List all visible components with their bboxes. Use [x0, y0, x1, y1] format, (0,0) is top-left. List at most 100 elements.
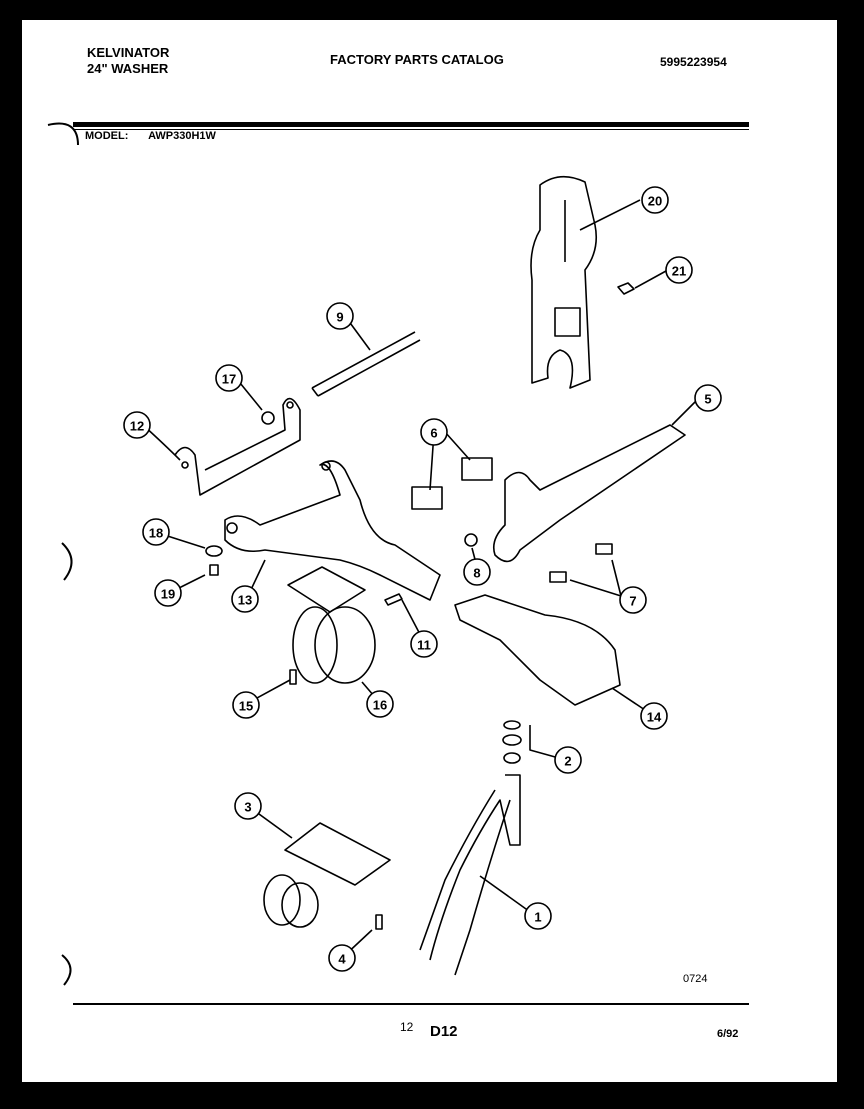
callout-4: 4 — [328, 944, 356, 972]
callout-label: 8 — [473, 566, 480, 581]
callout-3: 3 — [234, 792, 262, 820]
callout-label: 3 — [244, 800, 251, 815]
model-number: AWP330H1W — [148, 130, 216, 142]
callout-6: 6 — [420, 418, 448, 446]
callout-circle — [410, 630, 438, 658]
callout-label: 15 — [239, 699, 253, 714]
part-1-hose-assembly — [419, 774, 521, 976]
header-rule-thick — [73, 122, 749, 127]
section-code: D12 — [430, 1023, 458, 1040]
callout-8: 8 — [463, 558, 491, 586]
part-6-clip-a — [411, 486, 443, 510]
callout-label: 13 — [238, 593, 252, 608]
catalog-number: 5995223954 — [660, 55, 727, 69]
callout-12: 12 — [123, 411, 151, 439]
part-7-pin-b — [549, 571, 567, 583]
callout-13: 13 — [231, 585, 259, 613]
callout-label: 18 — [149, 526, 163, 541]
callout-circle — [694, 384, 722, 412]
callout-7: 7 — [619, 586, 647, 614]
binding-mark-middle — [61, 542, 73, 581]
callout-label: 5 — [704, 392, 711, 407]
part-8-nut — [464, 533, 478, 547]
callout-circle — [619, 586, 647, 614]
callout-label: 11 — [417, 638, 431, 653]
callout-19: 19 — [154, 579, 182, 607]
part-11-screw — [384, 593, 403, 606]
part-17-washer — [261, 411, 275, 425]
product-name: 24" WASHER — [87, 61, 169, 76]
callout-label: 19 — [161, 587, 175, 602]
part-20-bracket-plate — [530, 175, 598, 389]
callout-1: 1 — [524, 902, 552, 930]
callout-21: 21 — [665, 256, 693, 284]
callout-circle — [463, 558, 491, 586]
callout-label: 17 — [222, 372, 236, 387]
callout-label: 4 — [338, 952, 346, 967]
catalog-title: FACTORY PARTS CATALOG — [330, 52, 504, 67]
part-5-pedal-lever — [492, 424, 686, 563]
part-18-washer — [205, 545, 223, 557]
callout-circle — [234, 792, 262, 820]
callout-11: 11 — [410, 630, 438, 658]
callout-18: 18 — [142, 518, 170, 546]
part-16-caster — [287, 566, 366, 613]
part-9-rod — [311, 331, 421, 397]
page-number: 12 — [400, 1020, 414, 1034]
part-4-screw — [375, 914, 383, 930]
callout-circle — [366, 690, 394, 718]
part-7-pin-a — [595, 543, 613, 555]
callout-circle — [231, 585, 259, 613]
callout-circle — [232, 691, 260, 719]
model-line: MODEL: AWP330H1W — [85, 130, 216, 142]
header-rule-thin — [73, 129, 749, 130]
callout-circle — [420, 418, 448, 446]
part-19-bolt — [209, 564, 219, 576]
callout-label: 1 — [534, 910, 541, 925]
callout-5: 5 — [694, 384, 722, 412]
callout-9: 9 — [326, 302, 354, 330]
callout-circle — [641, 186, 669, 214]
revision-date: 6/92 — [717, 1028, 739, 1040]
callout-2: 2 — [554, 746, 582, 774]
callout-16: 16 — [366, 690, 394, 718]
callout-label: 6 — [430, 426, 437, 441]
brand-block: KELVINATOR 24" WASHER — [87, 45, 169, 77]
brand-name: KELVINATOR — [87, 45, 170, 60]
part-14-foot-pedal — [454, 594, 621, 706]
callout-label: 12 — [130, 419, 144, 434]
part-15-screw — [289, 669, 297, 685]
callout-circle — [524, 902, 552, 930]
callout-circle — [665, 256, 693, 284]
callout-label: 2 — [564, 754, 571, 769]
part-2-fitting — [503, 720, 521, 730]
model-label: MODEL: — [85, 130, 129, 142]
footer-rule — [73, 1003, 749, 1005]
callout-label: 9 — [336, 310, 343, 325]
figure-code: 0724 — [683, 973, 708, 985]
callout-14: 14 — [640, 702, 668, 730]
callout-circle — [326, 302, 354, 330]
callout-15: 15 — [232, 691, 260, 719]
callout-label: 20 — [648, 194, 662, 209]
binding-mark-bottom — [61, 954, 72, 986]
part-12-bracket — [174, 397, 301, 496]
callout-circle — [640, 702, 668, 730]
callout-17: 17 — [215, 364, 243, 392]
part-6-clip-b — [461, 457, 493, 481]
callout-20: 20 — [641, 186, 669, 214]
binding-mark-top — [47, 122, 79, 146]
part-21-screw — [617, 282, 635, 295]
callout-circle — [328, 944, 356, 972]
callout-circle — [154, 579, 182, 607]
callout-label: 14 — [647, 710, 662, 725]
callout-circle — [215, 364, 243, 392]
part-3-caster-plate — [284, 822, 391, 886]
callout-label: 7 — [629, 594, 636, 609]
callout-circle — [554, 746, 582, 774]
callout-label: 21 — [672, 264, 686, 279]
catalog-sheet — [22, 20, 837, 1082]
callout-circle — [123, 411, 151, 439]
